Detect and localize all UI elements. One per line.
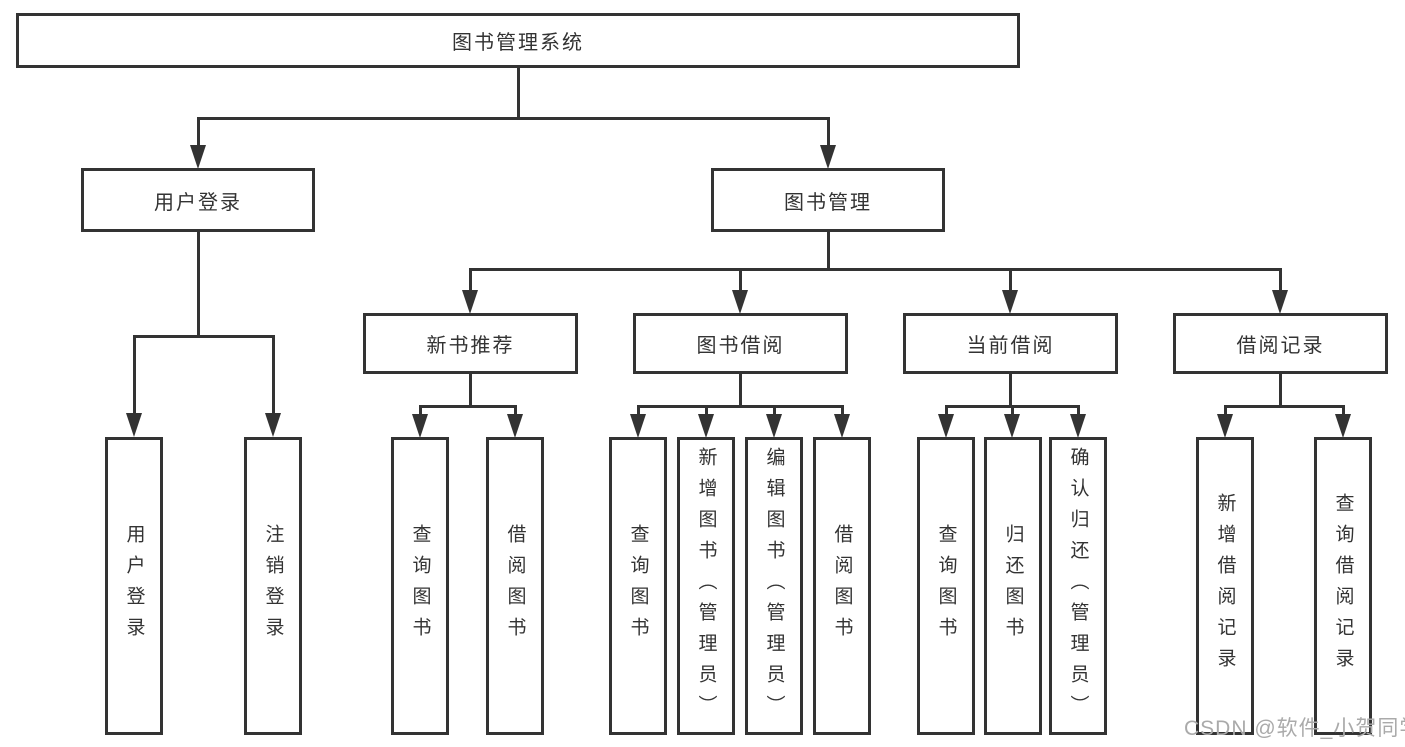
- arrow-down-icon: [462, 290, 478, 314]
- arrow-down-icon: [732, 290, 748, 314]
- connector-horizontal: [637, 405, 844, 408]
- leaf-add-books-admin: 新增图书（管理员）: [677, 437, 735, 735]
- leaf-query-books-current: 查询图书: [917, 437, 975, 735]
- connector-leaf-line: [1224, 405, 1227, 416]
- arrow-down-icon: [412, 414, 428, 438]
- node-book-management: 图书管理: [711, 168, 945, 232]
- leaf-confirm-return-admin: 确认归还（管理员）: [1049, 437, 1107, 735]
- connector-stub: [1009, 374, 1012, 408]
- arrow-down-icon: [820, 145, 836, 169]
- connector-root-stub: [517, 68, 520, 120]
- connector-leaf-line: [1011, 405, 1014, 416]
- connector-leaf-line: [773, 405, 776, 416]
- connector-user-login-stub: [197, 232, 200, 338]
- connector-leaf-line: [272, 335, 275, 415]
- arrow-down-icon: [1272, 290, 1288, 314]
- arrow-down-icon: [1004, 414, 1020, 438]
- arrow-down-icon: [1002, 290, 1018, 314]
- node-user-login: 用户登录: [81, 168, 315, 232]
- connector-leaf-line: [945, 405, 948, 416]
- leaf-borrow-books-recommend: 借阅图书: [486, 437, 544, 735]
- node-book-borrow: 图书借阅: [633, 313, 848, 374]
- arrow-down-icon: [1217, 414, 1233, 438]
- leaf-user-login: 用户登录: [105, 437, 163, 735]
- leaf-edit-books-admin: 编辑图书（管理员）: [745, 437, 803, 735]
- connector-leaf-line: [419, 405, 422, 416]
- arrow-down-icon: [766, 414, 782, 438]
- leaf-borrow-books-recommend-label: 借阅图书: [504, 524, 526, 648]
- connector-l2-right-line: [827, 117, 830, 147]
- connector-user-login-horizontal: [133, 335, 275, 338]
- leaf-borrow-books-label: 借阅图书: [831, 524, 853, 648]
- leaf-query-books-recommend-label: 查询图书: [409, 524, 431, 648]
- arrow-down-icon: [126, 413, 142, 437]
- leaf-edit-books-admin-label: 编辑图书（管理员）: [763, 446, 785, 726]
- arrow-down-icon: [190, 145, 206, 169]
- connector-horizontal: [419, 405, 517, 408]
- connector-leaf-line: [133, 335, 136, 415]
- arrow-down-icon: [698, 414, 714, 438]
- connector-l3-horizontal: [469, 268, 1282, 271]
- node-new-book-recommend: 新书推荐: [363, 313, 578, 374]
- leaf-logout-label: 注销登录: [262, 524, 284, 648]
- leaf-return-books: 归还图书: [984, 437, 1042, 735]
- leaf-query-books-borrow: 查询图书: [609, 437, 667, 735]
- connector-leaf-line: [637, 405, 640, 416]
- node-root-label: 图书管理系统: [452, 32, 584, 54]
- connector-horizontal: [1224, 405, 1345, 408]
- arrow-down-icon: [834, 414, 850, 438]
- leaf-query-books-recommend: 查询图书: [391, 437, 449, 735]
- connector-leaf-line: [1077, 405, 1080, 416]
- connector-book-management-stub: [827, 232, 830, 271]
- node-root: 图书管理系统: [16, 13, 1020, 68]
- leaf-query-books-borrow-label: 查询图书: [627, 524, 649, 648]
- node-borrow-records: 借阅记录: [1173, 313, 1388, 374]
- connector-leaf-line: [514, 405, 517, 416]
- connector-leaf-line: [705, 405, 708, 416]
- leaf-user-login-label: 用户登录: [123, 524, 145, 648]
- leaf-return-books-label: 归还图书: [1002, 524, 1024, 648]
- arrow-down-icon: [938, 414, 954, 438]
- node-new-book-recommend-label: 新书推荐: [426, 335, 515, 357]
- arrow-down-icon: [630, 414, 646, 438]
- connector-stub: [739, 374, 742, 408]
- leaf-query-books-current-label: 查询图书: [935, 524, 957, 648]
- node-book-management-label: 图书管理: [784, 191, 872, 214]
- connector-leaf-line: [841, 405, 844, 416]
- node-user-login-label: 用户登录: [154, 191, 242, 214]
- node-book-borrow-label: 图书借阅: [696, 335, 785, 357]
- csdn-watermark: CSDN @软件_小贺同学: [1184, 717, 1405, 740]
- connector-l3-line: [1009, 268, 1012, 292]
- arrow-down-icon: [507, 414, 523, 438]
- leaf-logout: 注销登录: [244, 437, 302, 735]
- leaf-confirm-return-admin-label: 确认归还（管理员）: [1067, 446, 1089, 726]
- leaf-add-borrow-record: 新增借阅记录: [1196, 437, 1254, 735]
- connector-leaf-line: [1342, 405, 1345, 416]
- arrow-down-icon: [265, 413, 281, 437]
- arrow-down-icon: [1335, 414, 1351, 438]
- leaf-query-borrow-record-label: 查询借阅记录: [1332, 493, 1354, 679]
- leaf-borrow-books: 借阅图书: [813, 437, 871, 735]
- connector-l2-left-line: [197, 117, 200, 147]
- connector-l3-line: [739, 268, 742, 292]
- node-current-borrow-label: 当前借阅: [966, 335, 1055, 357]
- connector-stub: [469, 374, 472, 408]
- leaf-query-borrow-record: 查询借阅记录: [1314, 437, 1372, 735]
- connector-l3-line: [1279, 268, 1282, 292]
- connector-l3-line: [469, 268, 472, 292]
- node-borrow-records-label: 借阅记录: [1236, 335, 1325, 357]
- connector-l2-horizontal: [197, 117, 830, 120]
- arrow-down-icon: [1070, 414, 1086, 438]
- leaf-add-books-admin-label: 新增图书（管理员）: [695, 446, 717, 726]
- connector-stub: [1279, 374, 1282, 408]
- node-current-borrow: 当前借阅: [903, 313, 1118, 374]
- leaf-add-borrow-record-label: 新增借阅记录: [1214, 493, 1236, 679]
